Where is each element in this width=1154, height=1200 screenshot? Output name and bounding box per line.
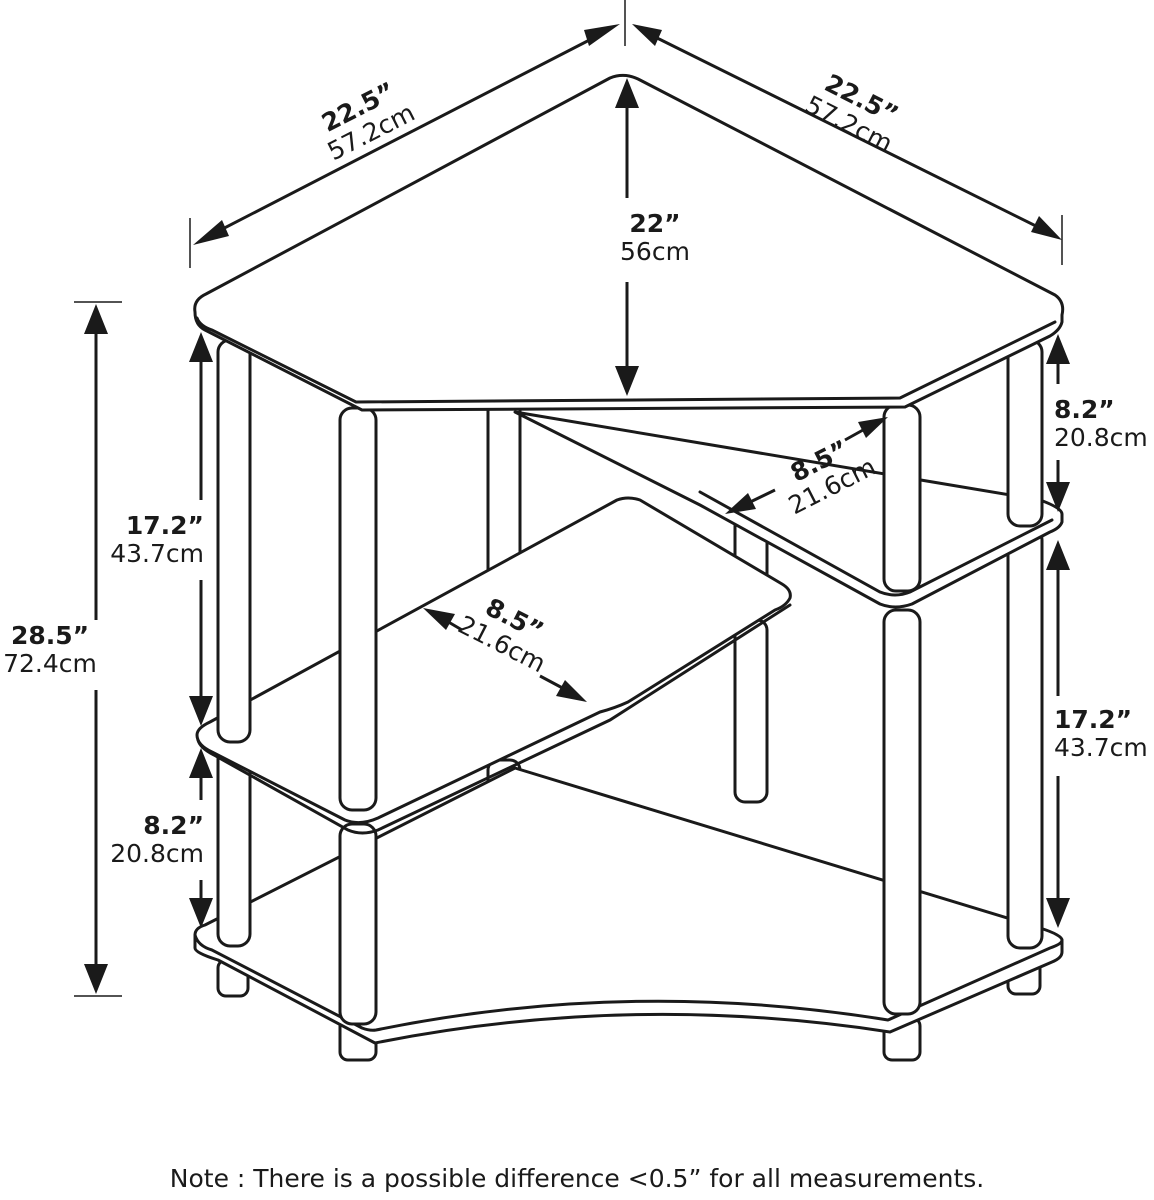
label-right-lower-gap: 17.2” 43.7cm bbox=[1054, 706, 1154, 762]
right-upper-gap-inches: 8.2” bbox=[1054, 395, 1115, 424]
right-lower-gap-inches: 17.2” bbox=[1054, 705, 1133, 734]
top-depth-cm: 56cm bbox=[620, 237, 690, 266]
label-left-upper-gap: 17.2” 43.7cm bbox=[90, 512, 204, 568]
label-top-depth: 22” 56cm bbox=[590, 210, 720, 266]
top-depth-inches: 22” bbox=[629, 209, 681, 238]
left-upper-gap-cm: 43.7cm bbox=[110, 539, 204, 568]
total-height-inches: 28.5” bbox=[10, 621, 90, 650]
left-lower-gap-cm: 20.8cm bbox=[110, 839, 204, 868]
right-lower-gap-cm: 43.7cm bbox=[1054, 733, 1148, 762]
right-upper-gap-cm: 20.8cm bbox=[1054, 423, 1148, 452]
dimension-lines bbox=[74, 0, 1070, 997]
bottom-shelf bbox=[193, 766, 1064, 1062]
corner-desk-drawing bbox=[74, 0, 1070, 1062]
front-posts-upper bbox=[216, 338, 1044, 812]
front-posts-lower bbox=[216, 526, 1044, 1026]
left-upper-gap-inches: 17.2” bbox=[125, 511, 204, 540]
measurement-note: Note : There is a possible difference <0… bbox=[169, 1164, 985, 1193]
label-right-upper-gap: 8.2” 20.8cm bbox=[1054, 396, 1154, 452]
total-height-cm: 72.4cm bbox=[3, 649, 97, 678]
table-top bbox=[193, 73, 1065, 412]
label-total-height: 28.5” 72.4cm bbox=[0, 622, 100, 678]
label-left-lower-gap: 8.2” 20.8cm bbox=[90, 812, 204, 868]
left-lower-gap-inches: 8.2” bbox=[143, 811, 204, 840]
